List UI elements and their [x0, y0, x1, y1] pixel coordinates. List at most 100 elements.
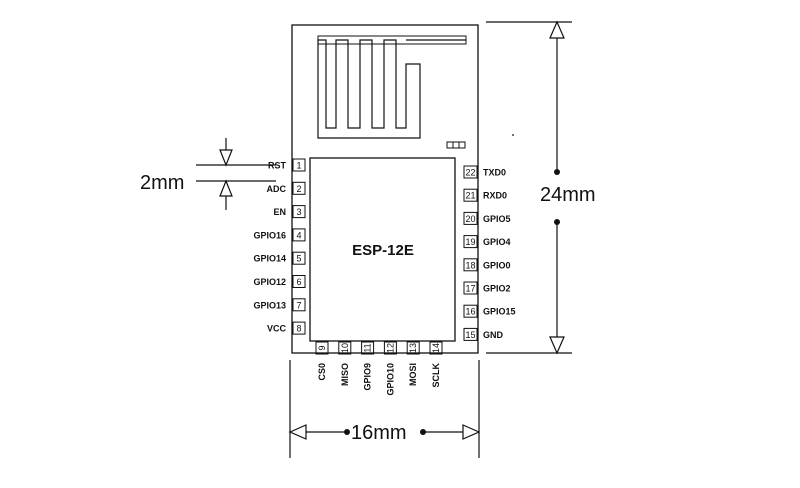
pin-pad [463, 211, 478, 225]
right-pin: 22 TXD0 [463, 165, 506, 179]
pin-label: GPIO15 [483, 307, 516, 317]
pin-pad [338, 341, 352, 355]
pin-pad [292, 181, 306, 195]
pin-label: ADC [267, 184, 287, 194]
antenna-trace [317, 39, 466, 139]
pin-number: 11 [363, 343, 373, 352]
right-pin: 20 GPIO5 [463, 211, 511, 225]
pin-label: GPIO2 [483, 284, 511, 294]
pin-label: GPIO4 [483, 237, 511, 247]
pin-number: 12 [385, 343, 395, 353]
module-outline [291, 24, 479, 354]
left-pin: 6 GPIO12 [253, 275, 306, 288]
pin-label: GPIO13 [253, 300, 286, 310]
arrow-left-icon [288, 424, 307, 440]
led-marker [446, 141, 466, 149]
pin-number: 8 [296, 324, 301, 334]
left-pin: 1 RST [268, 158, 306, 172]
pin-pad [406, 341, 420, 355]
pin-number: 19 [465, 237, 475, 247]
pin-number: 16 [465, 307, 475, 317]
stray-mark [512, 134, 514, 136]
arrow-up-icon [549, 20, 565, 39]
pin-pad [429, 341, 443, 355]
pin-pad [463, 304, 478, 318]
left-pin: 2 ADC [267, 181, 306, 195]
pitch-label: 2mm [140, 172, 184, 194]
left-pin: 5 GPIO14 [253, 251, 306, 265]
pin-number: 14 [431, 343, 441, 353]
pin-pad [463, 165, 478, 179]
pin-label: GPIO5 [483, 214, 511, 224]
pin-label: RXD0 [483, 191, 507, 201]
pin-pad [463, 327, 478, 341]
pin-number: 7 [296, 300, 301, 310]
pin-label: SCLK [431, 363, 441, 388]
pin-pad [383, 341, 397, 355]
arrow-down-icon [219, 149, 233, 167]
left-pin: 3 EN [273, 205, 306, 219]
pin-label: MOSI [408, 363, 418, 386]
pin-pad [463, 281, 478, 295]
pin-label: GPIO10 [385, 363, 395, 396]
pin-number: 22 [465, 168, 475, 178]
pin-pad [292, 321, 306, 335]
pin-pad [292, 275, 306, 288]
pin-label: GPIO14 [253, 254, 286, 264]
pin-label: CS0 [317, 363, 327, 381]
pin-number: 3 [296, 207, 301, 217]
arrow-right-icon [462, 424, 481, 440]
pin-number: 18 [465, 260, 475, 270]
pin-number: 17 [465, 284, 475, 294]
pin-label: GPIO9 [363, 363, 373, 391]
left-pin: 8 VCC [267, 321, 306, 335]
pin-number: 6 [296, 277, 301, 287]
shield-can [309, 157, 456, 342]
right-pin: 19 GPIO4 [463, 235, 511, 249]
right-pin: 21 RXD0 [463, 188, 507, 202]
width-dimension: 16mm [288, 360, 481, 458]
antenna-top-bar [317, 35, 467, 45]
pin-pad [292, 205, 306, 219]
pin-label: GND [483, 330, 504, 340]
pin-number: 2 [296, 184, 301, 194]
pin-label: MISO [340, 363, 350, 386]
pin-label: EN [273, 207, 286, 217]
pin-label: RST [268, 161, 287, 171]
pin-pad [361, 341, 375, 355]
width-label: 16mm [351, 422, 407, 444]
right-pin: 16 GPIO15 [463, 304, 516, 318]
right-pin: 15 GND [463, 327, 504, 341]
pin-pad [292, 228, 306, 242]
pin-number: 1 [296, 161, 301, 171]
pin-pad [315, 341, 329, 355]
pin-label: TXD0 [483, 168, 506, 178]
pin-pad [292, 298, 306, 312]
height-label: 24mm [540, 184, 596, 206]
module-name: ESP-12E [352, 242, 414, 259]
pin-pad [463, 235, 478, 249]
pin-label: GPIO0 [483, 260, 511, 270]
pin-number: 21 [465, 191, 475, 201]
pin-label: VCC [267, 324, 287, 334]
pin-number: 15 [465, 330, 475, 340]
pin-number: 5 [296, 254, 301, 264]
pin-number: 20 [465, 214, 475, 224]
right-pin: 18 GPIO0 [463, 258, 511, 272]
pin-number: 10 [340, 343, 350, 353]
pin-pad [463, 258, 478, 272]
pin-number: 13 [408, 343, 418, 353]
pin-label: GPIO12 [253, 277, 286, 287]
height-dimension: 24mm [486, 20, 596, 355]
pin-pad [292, 251, 306, 265]
arrow-down-icon [549, 336, 565, 355]
left-pin: 7 GPIO13 [253, 298, 306, 312]
pin-pad [292, 158, 306, 172]
